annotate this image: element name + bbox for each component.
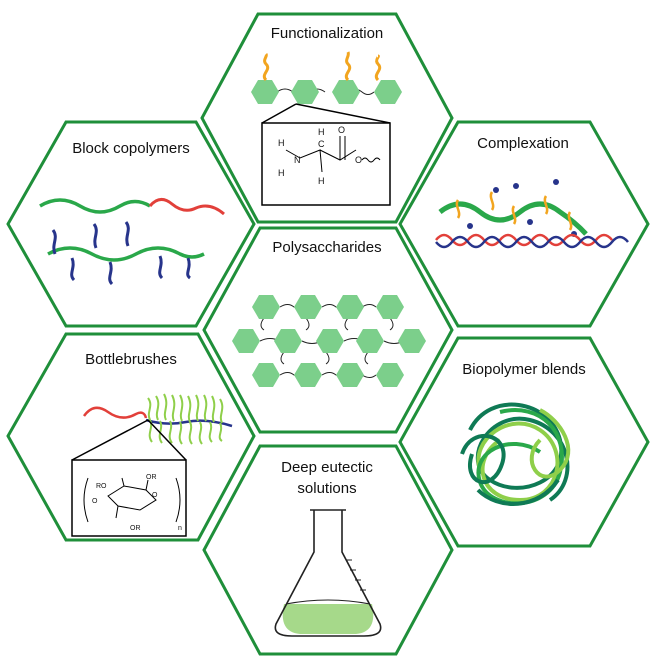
- atom-label: RO: [96, 483, 107, 490]
- panel-functionalization: Functionalization H N H C H O O H: [200, 12, 454, 224]
- flask-solution: [282, 604, 374, 634]
- hex-biopolymer-blends: [398, 336, 650, 548]
- panel-title-complexation: Complexation: [477, 135, 569, 152]
- cellulose-box: [71, 459, 187, 537]
- atom-label: H: [278, 138, 285, 148]
- blue-strand: [435, 235, 629, 249]
- sugar-unit: [252, 295, 280, 319]
- atom-label: C: [318, 139, 325, 149]
- sugar-unit: [376, 295, 404, 319]
- erlenmeyer-flask-icon: [274, 509, 382, 637]
- sugar-unit: [316, 329, 344, 353]
- sugar-unit: [336, 363, 364, 387]
- glycine-box: [261, 122, 391, 206]
- red-backbone: [82, 406, 148, 419]
- atom-label: OR: [130, 525, 141, 532]
- panel-title-polysaccharides: Polysaccharides: [272, 239, 381, 256]
- blue-grafts: [51, 221, 192, 286]
- side-chain: [262, 52, 270, 82]
- atom-label: O: [355, 155, 362, 165]
- panel-polysaccharides: Polysaccharides: [202, 226, 454, 434]
- panel-title-biopolymer-blends: Biopolymer blends: [462, 361, 585, 378]
- hex-block-copolymers: [6, 120, 256, 328]
- panel-title-bottlebrushes: Bottlebrushes: [85, 351, 177, 368]
- panel-title-block-copolymers: Block copolymers: [72, 140, 190, 157]
- orange-side-chains: [455, 191, 573, 231]
- flask-graduations: [346, 559, 366, 591]
- atom-label: O: [338, 125, 345, 135]
- hex-deep-eutectic-solutions: [202, 444, 454, 656]
- panel-block-copolymers: Block copolymers: [6, 120, 256, 328]
- polymer-tangle: [460, 402, 571, 506]
- panel-title-deep-eutectic-line2: solutions: [297, 480, 356, 497]
- atom-label: O: [152, 492, 158, 499]
- glycine-zoom: H N H C H O O H: [261, 103, 391, 206]
- panel-complexation: Complexation: [398, 120, 650, 328]
- atom-label: H: [278, 168, 285, 178]
- panel-bottlebrushes: Bottlebrushes RO OR O O OR n: [6, 332, 256, 542]
- sugar-unit: [374, 80, 402, 104]
- sugar-unit: [332, 80, 360, 104]
- sugar-unit: [294, 295, 322, 319]
- sugar-lattice: [232, 295, 426, 387]
- flask-outline: [274, 509, 382, 637]
- sugar-unit: [398, 329, 426, 353]
- sugar-unit: [251, 80, 279, 104]
- hex-bottlebrushes: [6, 332, 256, 542]
- cellulose-zoom: RO OR O O OR n: [71, 419, 187, 537]
- sugar-unit: [356, 329, 384, 353]
- red-block: [148, 198, 225, 216]
- panel-title-functionalization: Functionalization: [271, 25, 384, 42]
- atom-label: O: [92, 498, 98, 505]
- sugar-chain: [251, 51, 402, 104]
- sugar-unit: [274, 329, 302, 353]
- brush-backbone: [145, 418, 233, 428]
- panel-biopolymer-blends: Biopolymer blends: [398, 336, 650, 548]
- sugar-unit: [336, 295, 364, 319]
- atom-label: N: [294, 155, 301, 165]
- panel-deep-eutectic-solutions: Deep eutectic solutions: [202, 444, 454, 656]
- sugar-unit: [291, 80, 319, 104]
- atom-label: n: [178, 525, 182, 532]
- side-chain: [374, 54, 382, 82]
- panel-title-deep-eutectic-line1: Deep eutectic: [281, 459, 373, 476]
- sugar-unit: [376, 363, 404, 387]
- atom-label: H: [318, 176, 325, 186]
- hex-complexation: [398, 120, 650, 328]
- atom-label: OR: [146, 474, 157, 481]
- sugar-unit: [252, 363, 280, 387]
- graft-backbone: [47, 246, 205, 262]
- green-block: [39, 198, 151, 214]
- sugar-unit: [232, 329, 260, 353]
- atom-label: H: [318, 127, 325, 137]
- sugar-unit: [294, 363, 322, 387]
- side-chain: [344, 51, 352, 82]
- ion-dots: [467, 179, 577, 237]
